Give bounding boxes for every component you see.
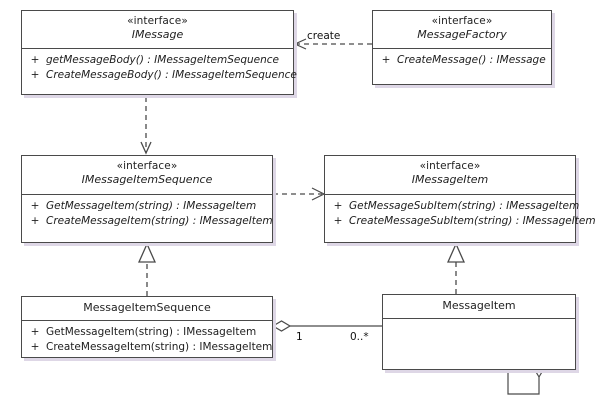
member-signature: CreateMessageItem(string) : IMessageItem: [46, 215, 273, 228]
edge-sequence-to-item-dependency: [273, 187, 326, 201]
stereotype-label: «interface»: [116, 160, 178, 172]
member-signature: CreateMessageSubItem(string) : IMessageI…: [349, 215, 596, 228]
class-box-imessageitemsequence[interactable]: «interface» IMessageItemSequence + GetMe…: [21, 155, 273, 243]
member-visibility: +: [381, 54, 391, 66]
class-members-imessage: + getMessageBody() : IMessageItemSequenc…: [22, 49, 297, 88]
stereotype-label: «interface»: [431, 15, 493, 27]
edge-aggregation-sequence-item: [271, 320, 382, 332]
class-name-label: IMessageItemSequence: [81, 173, 213, 187]
class-name-label: IMessage: [131, 28, 184, 42]
edge-realization-messageitemsequence: [137, 242, 157, 296]
class-name-label: MessageItemSequence: [83, 301, 211, 314]
member-visibility: +: [30, 326, 40, 338]
class-members-messagefactory: + CreateMessage() : IMessage: [373, 49, 551, 73]
edge-label-multiplicity-one: 1: [296, 331, 303, 343]
class-member: + GetMessageItem(string) : IMessageItem: [24, 199, 270, 214]
class-box-imessageitem[interactable]: «interface» IMessageItem + GetMessageSub…: [324, 155, 596, 243]
class-member: + getMessageBody() : IMessageItemSequenc…: [24, 53, 291, 68]
member-signature: CreateMessage() : IMessage: [397, 54, 546, 66]
member-signature: GetMessageItem(string) : IMessageItem: [46, 200, 257, 212]
class-header-messageitem: MessageItem: [383, 295, 575, 319]
class-box-imessage[interactable]: «interface» IMessage + getMessageBody() …: [21, 10, 297, 95]
member-visibility: +: [30, 54, 40, 66]
class-member: + GetMessageSubItem(string) : IMessageIt…: [327, 199, 580, 214]
class-member: + GetMessageItem(string) : IMessageItem: [24, 325, 270, 340]
member-visibility: +: [30, 200, 40, 212]
class-header-messageitemsequence: MessageItemSequence: [22, 297, 272, 321]
class-box-messagefactory[interactable]: «interface» MessageFactory + CreateMessa…: [372, 10, 552, 85]
class-header-imessageitemsequence: «interface» IMessageItemSequence: [22, 156, 272, 195]
class-header-messagefactory: «interface» MessageFactory: [373, 11, 551, 49]
class-members-messageitemsequence: + GetMessageItem(string) : IMessageItem …: [22, 321, 273, 360]
edge-label-create: create: [307, 30, 341, 42]
stereotype-label: «interface»: [419, 160, 481, 172]
class-name-label: MessageFactory: [417, 28, 507, 42]
member-visibility: +: [30, 341, 40, 354]
member-visibility: +: [333, 200, 343, 212]
member-signature: CreateMessageBody() : IMessageItemSequen…: [46, 69, 297, 82]
member-visibility: +: [30, 215, 40, 228]
edge-realization-messageitem: [446, 242, 466, 294]
class-box-messageitem[interactable]: MessageItem: [382, 294, 576, 370]
member-signature: GetMessageItem(string) : IMessageItem: [46, 326, 257, 338]
member-signature: CreateMessageItem(string) : IMessageItem: [46, 341, 273, 354]
class-member: + CreateMessageItem(string) : IMessageIt…: [24, 214, 273, 229]
member-visibility: +: [333, 215, 343, 228]
class-box-messageitemsequence[interactable]: MessageItemSequence + GetMessageItem(str…: [21, 296, 273, 358]
class-members-imessageitemsequence: + GetMessageItem(string) : IMessageItem …: [22, 195, 273, 234]
class-member: + CreateMessageBody() : IMessageItemSequ…: [24, 68, 297, 83]
stereotype-label: «interface»: [127, 15, 188, 27]
class-member: + CreateMessageItem(string) : IMessageIt…: [24, 340, 273, 355]
member-signature: GetMessageSubItem(string) : IMessageItem: [349, 200, 580, 212]
member-signature: getMessageBody() : IMessageItemSequence: [46, 54, 279, 66]
member-visibility: +: [30, 69, 40, 82]
edge-imessage-to-imessageitemsequence: [140, 97, 152, 155]
class-header-imessageitem: «interface» IMessageItem: [325, 156, 575, 195]
class-name-label: MessageItem: [442, 299, 516, 312]
class-members-imessageitem: + GetMessageSubItem(string) : IMessageIt…: [325, 195, 596, 234]
class-name-label: IMessageItem: [411, 173, 489, 187]
class-member: + CreateMessageSubItem(string) : IMessag…: [327, 214, 596, 229]
edge-label-multiplicity-many: 0..*: [350, 331, 369, 343]
class-header-imessage: «interface» IMessage: [22, 11, 293, 49]
class-member: + CreateMessage() : IMessage: [375, 53, 549, 68]
